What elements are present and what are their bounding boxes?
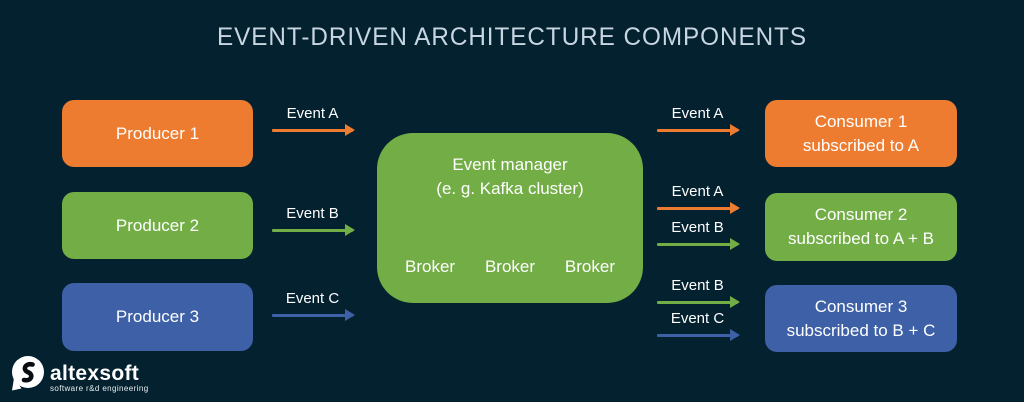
arrow-consumer2-event-a: Event A	[657, 182, 740, 214]
arrow-shaft-icon	[272, 124, 355, 136]
consumer-2-label-line2: subscribed to A + B	[787, 229, 934, 248]
arrow-label-event-b: Event B	[286, 205, 339, 222]
consumer-2-label-line1: Consumer 2	[814, 205, 908, 224]
altexsoft-logo: altexsoft software r&d engineering	[10, 355, 149, 394]
arrow-label-event-a: Event A	[286, 105, 339, 122]
consumer-1-label-line2: subscribed to A	[802, 135, 920, 155]
arrow-shaft-icon	[657, 124, 740, 136]
arrow-consumer3-event-c: Event C	[657, 309, 740, 341]
altexsoft-logo-text: altexsoft software r&d engineering	[50, 362, 149, 394]
broker-2-label: Broker	[484, 257, 536, 276]
arrow-producer2-event-b: Event B	[272, 204, 355, 236]
arrow-label-event-a: Event A	[671, 183, 724, 200]
broker-row: Broker Broker Broker	[405, 255, 615, 279]
arrow-label-event-c: Event C	[670, 310, 725, 327]
consumer-3-node: Consumer 3 subscribed to B + C	[765, 285, 957, 352]
consumer-2-node: Consumer 2 subscribed to A + B	[765, 193, 957, 261]
arrow-producer1-event-a: Event A	[272, 104, 355, 136]
producer-1-label: Producer 1	[115, 123, 200, 143]
arrow-label-event-c: Event C	[285, 290, 340, 307]
arrow-label-event-b: Event B	[671, 219, 724, 236]
event-manager-title-line1: Event manager	[452, 155, 568, 174]
diagram-title: EVENT-DRIVEN ARCHITECTURE COMPONENTS	[216, 23, 808, 51]
altexsoft-logo-tagline: software r&d engineering	[50, 384, 149, 393]
event-manager-node: Event manager (e. g. Kafka cluster) Brok…	[377, 133, 643, 303]
producer-3-node: Producer 3	[62, 283, 253, 351]
arrow-shaft-icon	[272, 224, 355, 236]
consumer-3-label-line2: subscribed to B + C	[786, 320, 936, 340]
event-manager-title-line2: (e. g. Kafka cluster)	[436, 179, 584, 198]
broker-1-label: Broker	[405, 257, 456, 276]
arrow-label-event-a: Event A	[671, 105, 724, 122]
broker-3-label: Broker	[564, 257, 615, 276]
arrow-consumer1-event-a: Event A	[657, 104, 740, 136]
arrow-label-event-b: Event B	[671, 277, 724, 294]
producer-2-node: Producer 2	[62, 192, 253, 259]
producer-1-node: Producer 1	[62, 100, 253, 167]
arrow-consumer3-event-b: Event B	[657, 276, 740, 308]
consumer-1-label-line1: Consumer 1	[814, 111, 908, 131]
arrow-producer3-event-c: Event C	[272, 289, 355, 321]
event-manager-title: Event manager (e. g. Kafka cluster)	[436, 153, 583, 201]
arrow-shaft-icon	[657, 329, 740, 341]
altexsoft-logo-icon	[12, 356, 44, 391]
consumer-3-label-line1: Consumer 3	[814, 296, 908, 316]
arrow-shaft-icon	[657, 238, 740, 250]
arrow-shaft-icon	[657, 202, 740, 214]
producer-3-label: Producer 3	[115, 307, 200, 326]
arrow-shaft-icon	[272, 309, 355, 321]
consumer-1-node: Consumer 1 subscribed to A	[765, 100, 957, 167]
arrow-consumer2-event-b: Event B	[657, 218, 740, 250]
arrow-shaft-icon	[657, 296, 740, 308]
producer-2-label: Producer 2	[115, 215, 200, 235]
altexsoft-logo-name: altexsoft	[50, 362, 140, 385]
